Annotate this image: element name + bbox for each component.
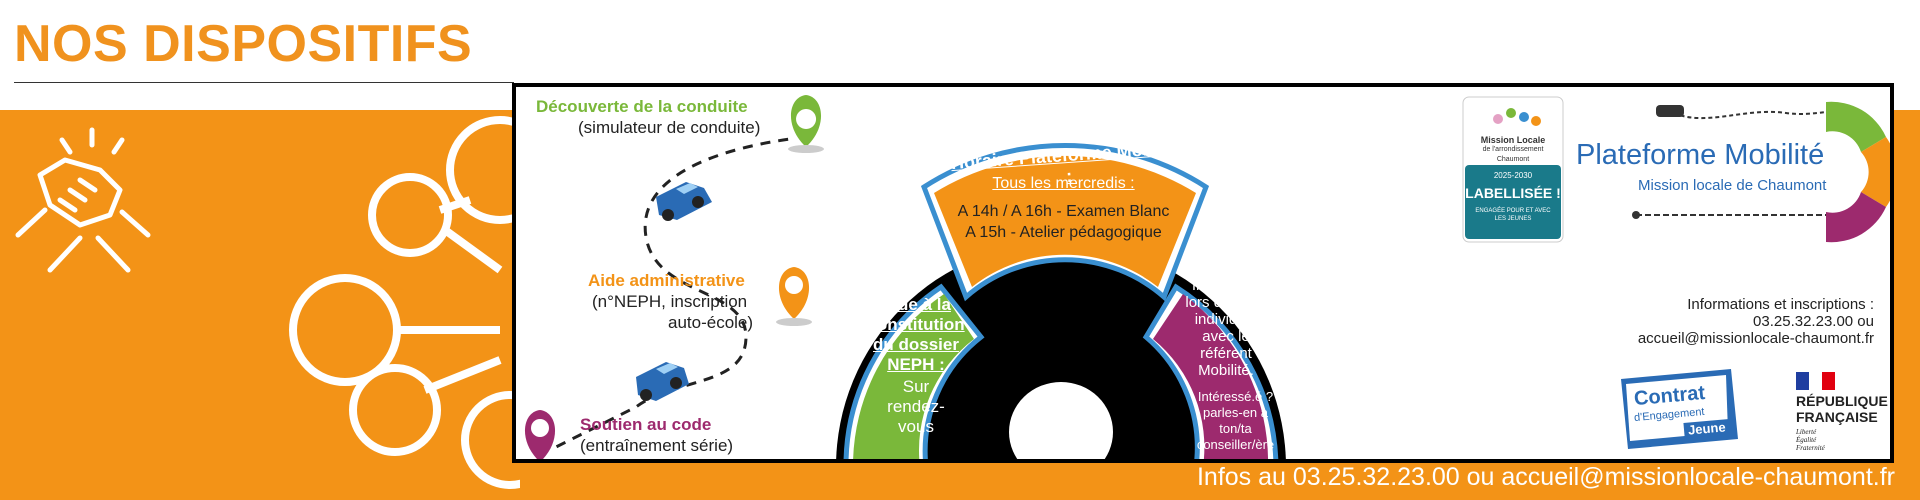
devise-line: Fraternité <box>1796 444 1825 452</box>
schedule-line-1: A 14h / A 16h - Examen Blanc <box>957 203 1170 220</box>
decorative-network-graphic <box>15 116 520 489</box>
label-year: 2025-2030 <box>1493 171 1533 180</box>
car-icon <box>636 362 689 401</box>
devise-line: Liberté <box>1796 428 1817 436</box>
car-icon <box>656 182 712 221</box>
plateforme-title: Plateforme Mobilité <box>1576 139 1825 171</box>
contact-label: Informations et inscriptions : <box>1687 296 1874 313</box>
label-labellisee: LABELLISÉE ! <box>1465 185 1561 201</box>
rdv-line: individuel <box>1194 311 1258 328</box>
devise: Liberté Égalité Fraternité <box>1796 428 1825 452</box>
label-sub-line: ENGAGÉE POUR ET AVEC <box>1475 208 1551 214</box>
title-divider <box>14 82 514 83</box>
neph-title-line: du dossier <box>873 335 959 354</box>
neph-sub-line: Sur <box>902 377 930 396</box>
neph-sub-line: vous <box>898 417 934 436</box>
contact-email[interactable]: accueil@missionlocale-chaumont.fr <box>1637 330 1874 347</box>
schedule-line-2: A 15h - Atelier pédagogique <box>965 224 1162 241</box>
mission-locale-logo <box>1462 96 1564 243</box>
rdv-line: Mobilité. <box>1198 362 1254 379</box>
label-sub-line: LES JEUNES <box>1494 216 1532 222</box>
neph-title-line: constitution <box>867 315 965 334</box>
devise-line: Égalité <box>1796 436 1817 444</box>
rdv-line: Inscription <box>1191 277 1261 294</box>
neph-title-line: NEPH : <box>887 355 945 374</box>
rdv-info: Inscription lors d'un rdv individuel ave… <box>1176 277 1276 379</box>
neph-title-line: Aide à la <box>881 295 951 314</box>
mobility-info-card: Découverte de la conduite (simulateur de… <box>512 83 1894 463</box>
republique-line: FRANÇAISE <box>1796 409 1878 425</box>
marianne-icon <box>1796 372 1835 390</box>
plateforme-subtitle: Mission locale de Chaumont <box>1638 177 1827 194</box>
label-sub: ENGAGÉE POUR ET AVEC LES JEUNES <box>1465 207 1561 223</box>
neph-sub-line: rendez- <box>887 397 945 416</box>
step-subtitle-admin-1: (n°NEPH, inscription <box>592 292 748 311</box>
plateforme-mobilite-logo <box>1632 101 1890 243</box>
step-subtitle-admin-2: auto-école) <box>668 313 754 332</box>
neph-title: Aide à la constitution du dossier NEPH : <box>861 295 971 375</box>
rdv-line: avec le <box>1202 328 1250 345</box>
rdv-sub-line: Intéressé.é ? <box>1197 389 1274 404</box>
pin-green-icon <box>788 95 824 153</box>
network-circles <box>289 116 520 489</box>
footer-contact: Infos au 03.25.32.23.00 ou accueil@missi… <box>1196 463 1895 491</box>
step-subtitle-driving: (simulateur de conduite) <box>578 118 761 137</box>
rdv-line: référent <box>1200 345 1252 362</box>
contact-phone: 03.25.32.23.00 ou <box>1753 313 1874 330</box>
mission-locale-line: Chaumont <box>1496 156 1530 163</box>
pin-purple-icon <box>525 410 555 459</box>
pin-orange-icon <box>776 267 812 326</box>
rdv-sub: Intéressé.é ? parles-en à ton/ta conseil… <box>1188 389 1283 453</box>
step-title-admin: Aide administrative <box>588 271 745 290</box>
card-artwork <box>525 95 1890 459</box>
step-title-driving: Découverte de la conduite <box>536 97 748 116</box>
steering-arc <box>836 143 1286 459</box>
rdv-line: lors d'un rdv <box>1185 294 1267 311</box>
rdv-sub-line: ton/ta <box>1219 421 1252 436</box>
step-title-code: Soutien au code <box>580 415 712 434</box>
republique-label: RÉPUBLIQUE FRANÇAISE <box>1796 393 1888 425</box>
mission-locale-label: Mission Locale de l'arrondissement Chaum… <box>1465 135 1561 165</box>
handshake-icon <box>15 127 151 273</box>
rdv-sub-line: parles-en à <box>1202 405 1269 420</box>
mission-locale-line: de l'arrondissement <box>1482 146 1544 153</box>
mission-locale-line: Mission Locale <box>1480 135 1546 145</box>
neph-sub: Sur rendez- vous <box>871 377 961 437</box>
page-title: NOS DISPOSITIFS <box>14 15 473 73</box>
rdv-sub-line: conseiller/ère <box>1196 437 1275 452</box>
step-subtitle-code: (entraînement série) <box>580 436 734 455</box>
schedule-day: Tous les mercredis : <box>992 175 1135 192</box>
republique-line: RÉPUBLIQUE <box>1796 393 1888 409</box>
